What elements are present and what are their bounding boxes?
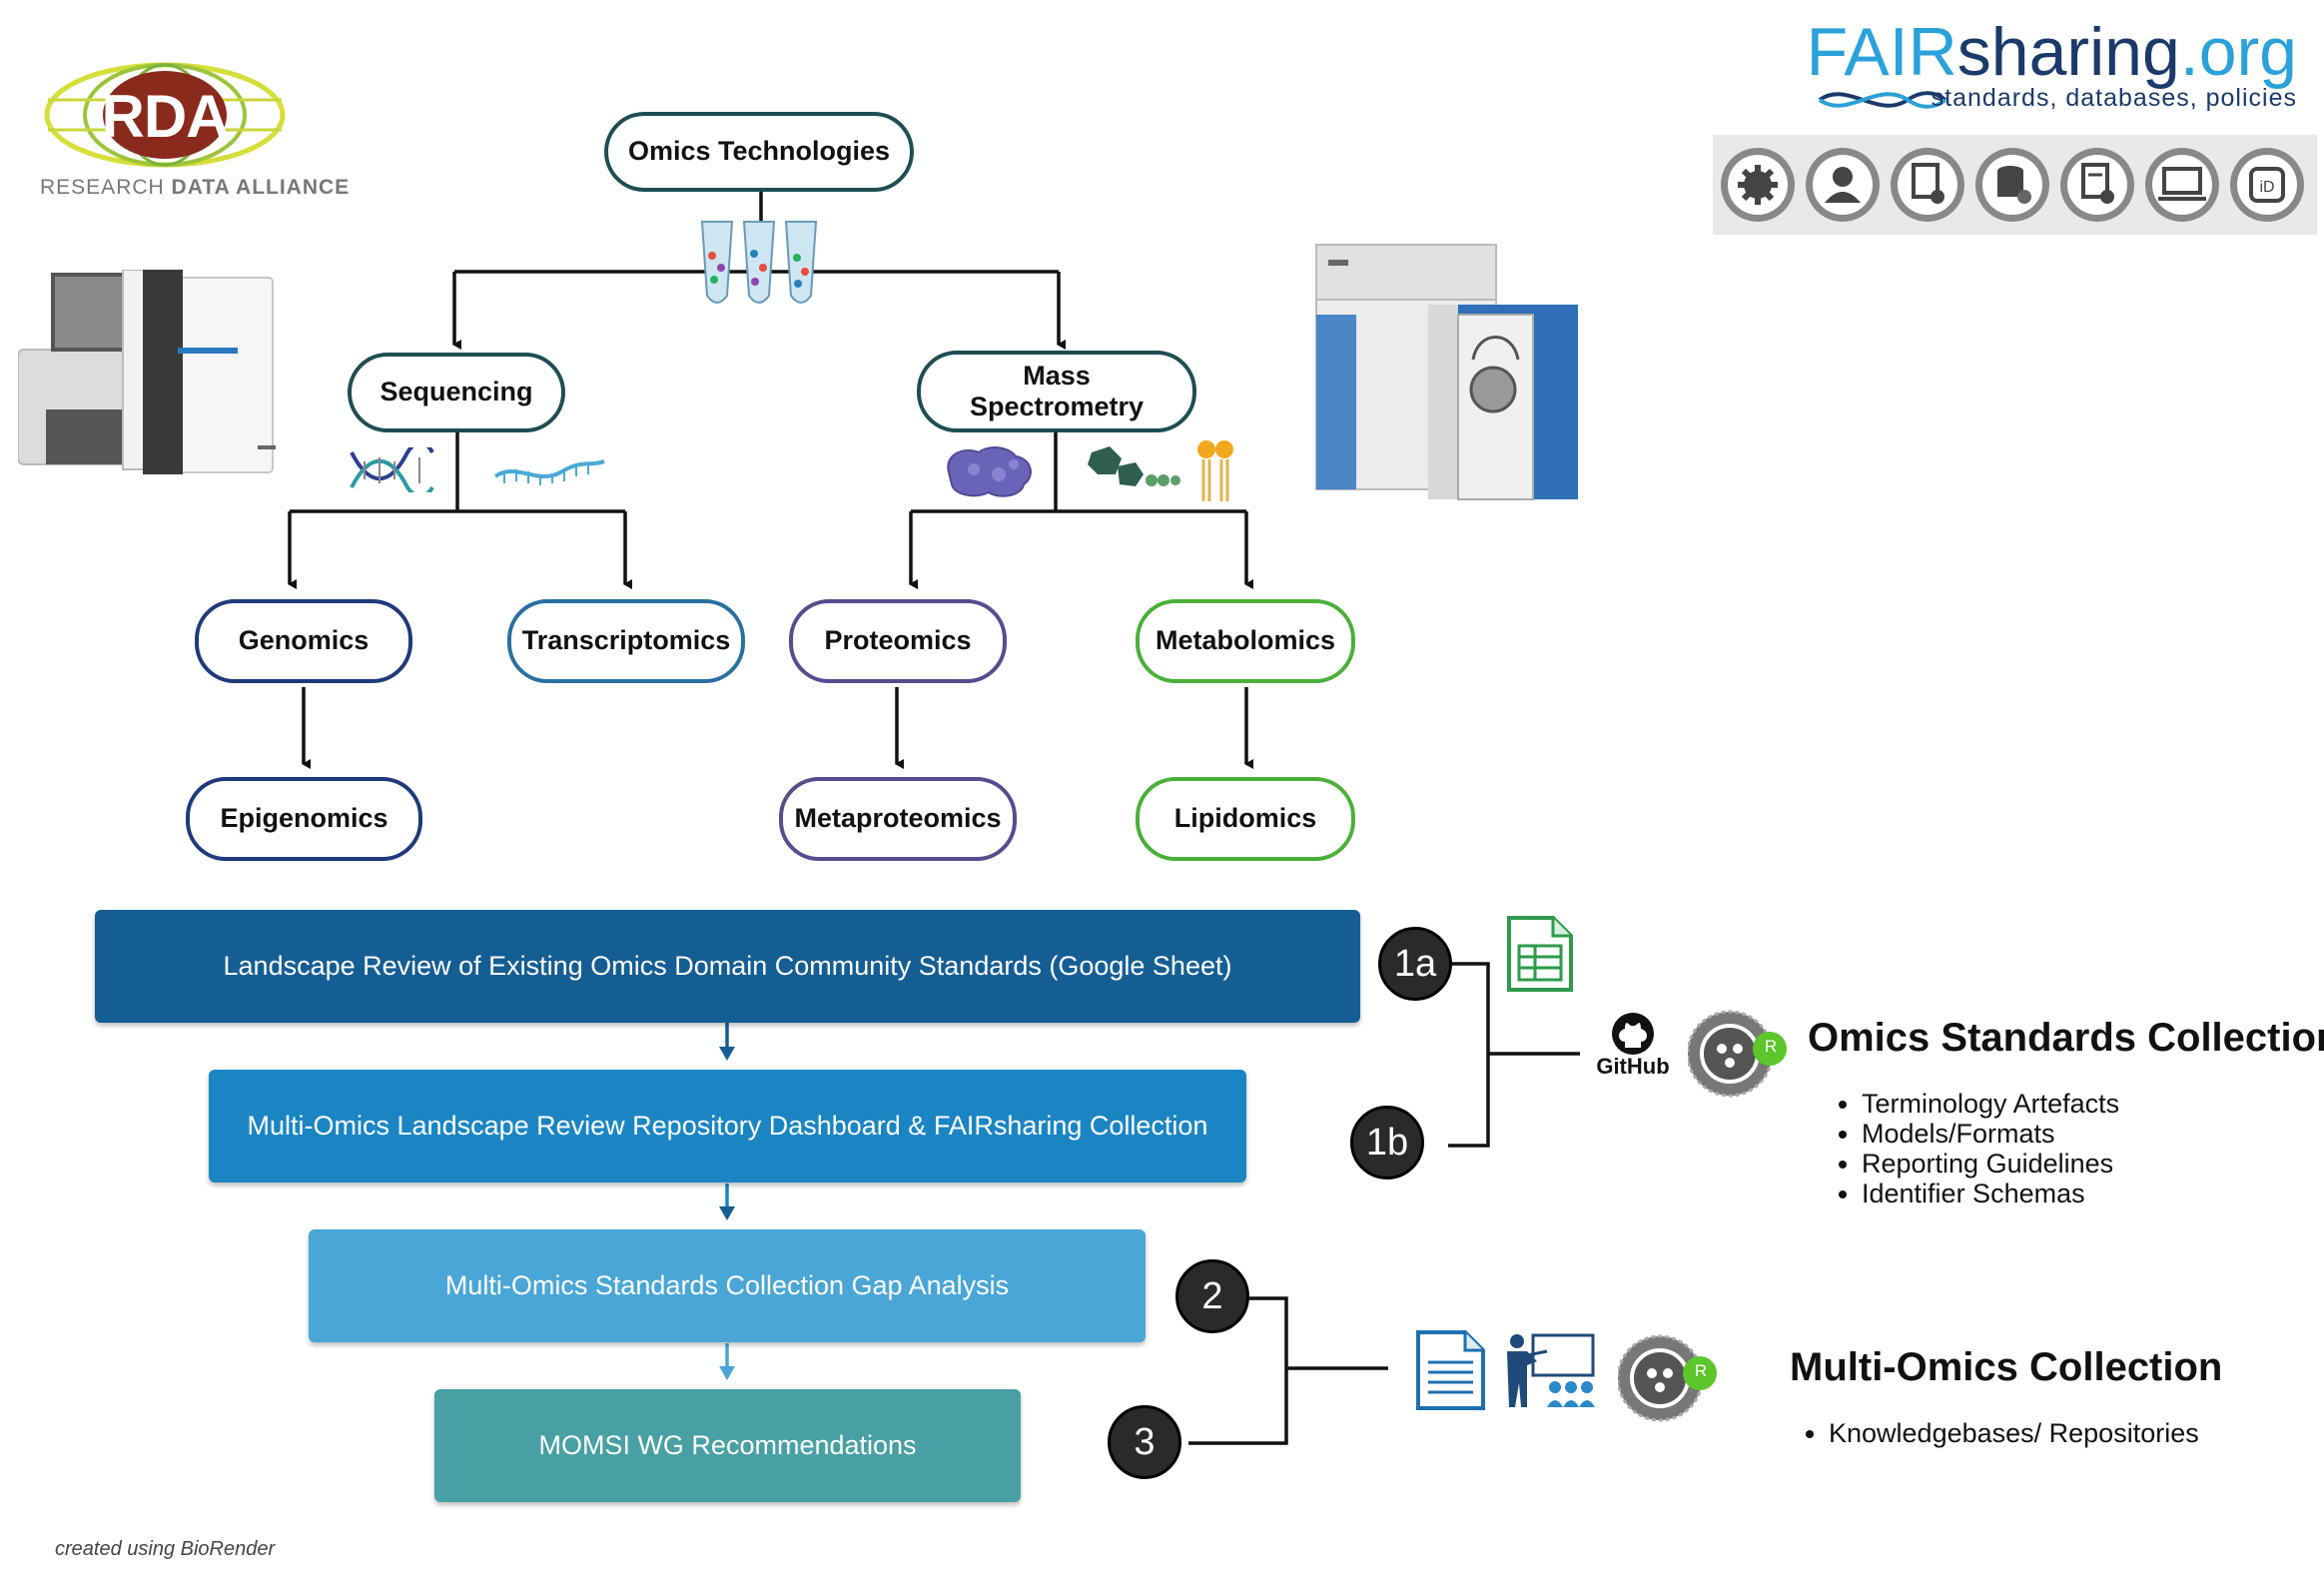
- fairsharing-collection-gear-icon: R: [1686, 1009, 1788, 1099]
- fairsharing-fair: FAIR: [1806, 14, 1957, 90]
- list-item: Knowledgebases/ Repositories: [1829, 1418, 2199, 1448]
- mass-spectrometer-icon: [1315, 244, 1578, 500]
- list-item: Models/Formats: [1862, 1119, 2119, 1149]
- github-logo: GitHub: [1593, 1012, 1673, 1082]
- spreadsheet-icon: [1507, 916, 1573, 992]
- node-transcriptomics: Transcriptomics: [507, 599, 745, 683]
- lipid-molecule-icon: [1197, 440, 1233, 501]
- list-item: Identifier Schemas: [1862, 1179, 2119, 1208]
- fairsharing-sharing: sharing: [1956, 14, 2180, 90]
- metabolite-molecule-icon: [1088, 446, 1180, 486]
- omics-collection-title: Omics Standards Collection: [1808, 1016, 2324, 1060]
- multiomics-collection-list: Knowledgebases/ Repositories: [1795, 1418, 2199, 1448]
- step-repository-dashboard: Multi-Omics Landscape Review Repository …: [209, 1070, 1246, 1183]
- gear-icon: [1718, 145, 1798, 225]
- github-octocat-icon: [1612, 1013, 1654, 1055]
- github-label: GitHub: [1596, 1054, 1670, 1079]
- policy-doc-icon: [2057, 145, 2137, 225]
- rda-logo: RDA RESEARCH DATA ALLIANCE: [40, 60, 349, 210]
- presentation-icon: [1507, 1333, 1595, 1407]
- node-metabolomics: Metabolomics: [1136, 599, 1355, 683]
- multiomics-collection-title: Multi-Omics Collection: [1790, 1345, 2223, 1389]
- fairsharing-tld: .org: [2179, 14, 2297, 90]
- node-lipidomics: Lipidomics: [1136, 777, 1355, 861]
- badge-3: 3: [1108, 1405, 1181, 1479]
- node-epigenomics: Epigenomics: [186, 777, 422, 861]
- footer-credit: created using BioRender: [55, 1538, 276, 1560]
- rna-strand-icon: [493, 459, 605, 485]
- node-sequencing: Sequencing: [348, 353, 565, 432]
- node-proteomics: Proteomics: [789, 599, 1007, 683]
- node-genomics: Genomics: [195, 599, 412, 683]
- fairsharing-logo: FAIRsharing.org standards, databases, po…: [1798, 18, 2317, 118]
- fairsharing-icon-strip: iD: [1713, 135, 2317, 235]
- node-metaproteomics: Metaproteomics: [779, 777, 1017, 861]
- rda-globe-icon: [44, 62, 286, 168]
- fairsharing-tagline: standards, databases, policies: [1931, 84, 2297, 112]
- gear-badge-letter: R: [1764, 1037, 1778, 1056]
- list-item: Terminology Artefacts: [1862, 1089, 2119, 1119]
- list-item: Reporting Guidelines: [1862, 1149, 2119, 1179]
- node-omics-technologies: Omics Technologies: [604, 112, 914, 192]
- id-icon: iD: [2227, 145, 2307, 225]
- badge-1a: 1a: [1378, 927, 1452, 1001]
- test-tubes-icon: [700, 221, 818, 304]
- gear-badge-letter-2: R: [1694, 1361, 1708, 1380]
- document-icon: [1416, 1330, 1485, 1410]
- step-recommendations: MOMSI WG Recommendations: [434, 1389, 1021, 1502]
- node-mass-spectrometry: Mass Spectrometry: [917, 351, 1196, 432]
- badge-2: 2: [1175, 1259, 1249, 1333]
- svg-text:iD: iD: [2259, 179, 2274, 196]
- rda-tagline-bold: DATA ALLIANCE: [171, 176, 351, 199]
- step-gap-analysis: Multi-Omics Standards Collection Gap Ana…: [309, 1229, 1146, 1342]
- dna-helix-icon: [350, 447, 434, 492]
- user-icon: [1803, 145, 1883, 225]
- rda-tagline-light: RESEARCH: [40, 176, 165, 199]
- omics-collection-list: Terminology Artefacts Models/Formats Rep…: [1828, 1089, 2119, 1208]
- fairsharing-wave-icon: [1818, 91, 1947, 109]
- fairsharing-collection-gear-icon-2: R: [1616, 1333, 1718, 1423]
- code-laptop-icon: [2142, 145, 2222, 225]
- database-icon: [1972, 145, 2052, 225]
- fairsharing-wordmark: FAIRsharing.org: [1807, 18, 2297, 86]
- sequencer-machine-icon: [18, 270, 276, 474]
- badge-1b: 1b: [1350, 1106, 1424, 1180]
- rda-mark: RDA: [101, 83, 230, 150]
- step-landscape-review: Landscape Review of Existing Omics Domai…: [95, 910, 1360, 1023]
- protein-structure-icon: [947, 446, 1032, 497]
- standard-doc-icon: [1888, 145, 1967, 225]
- rda-tagline: RESEARCH DATA ALLIANCE: [40, 176, 349, 200]
